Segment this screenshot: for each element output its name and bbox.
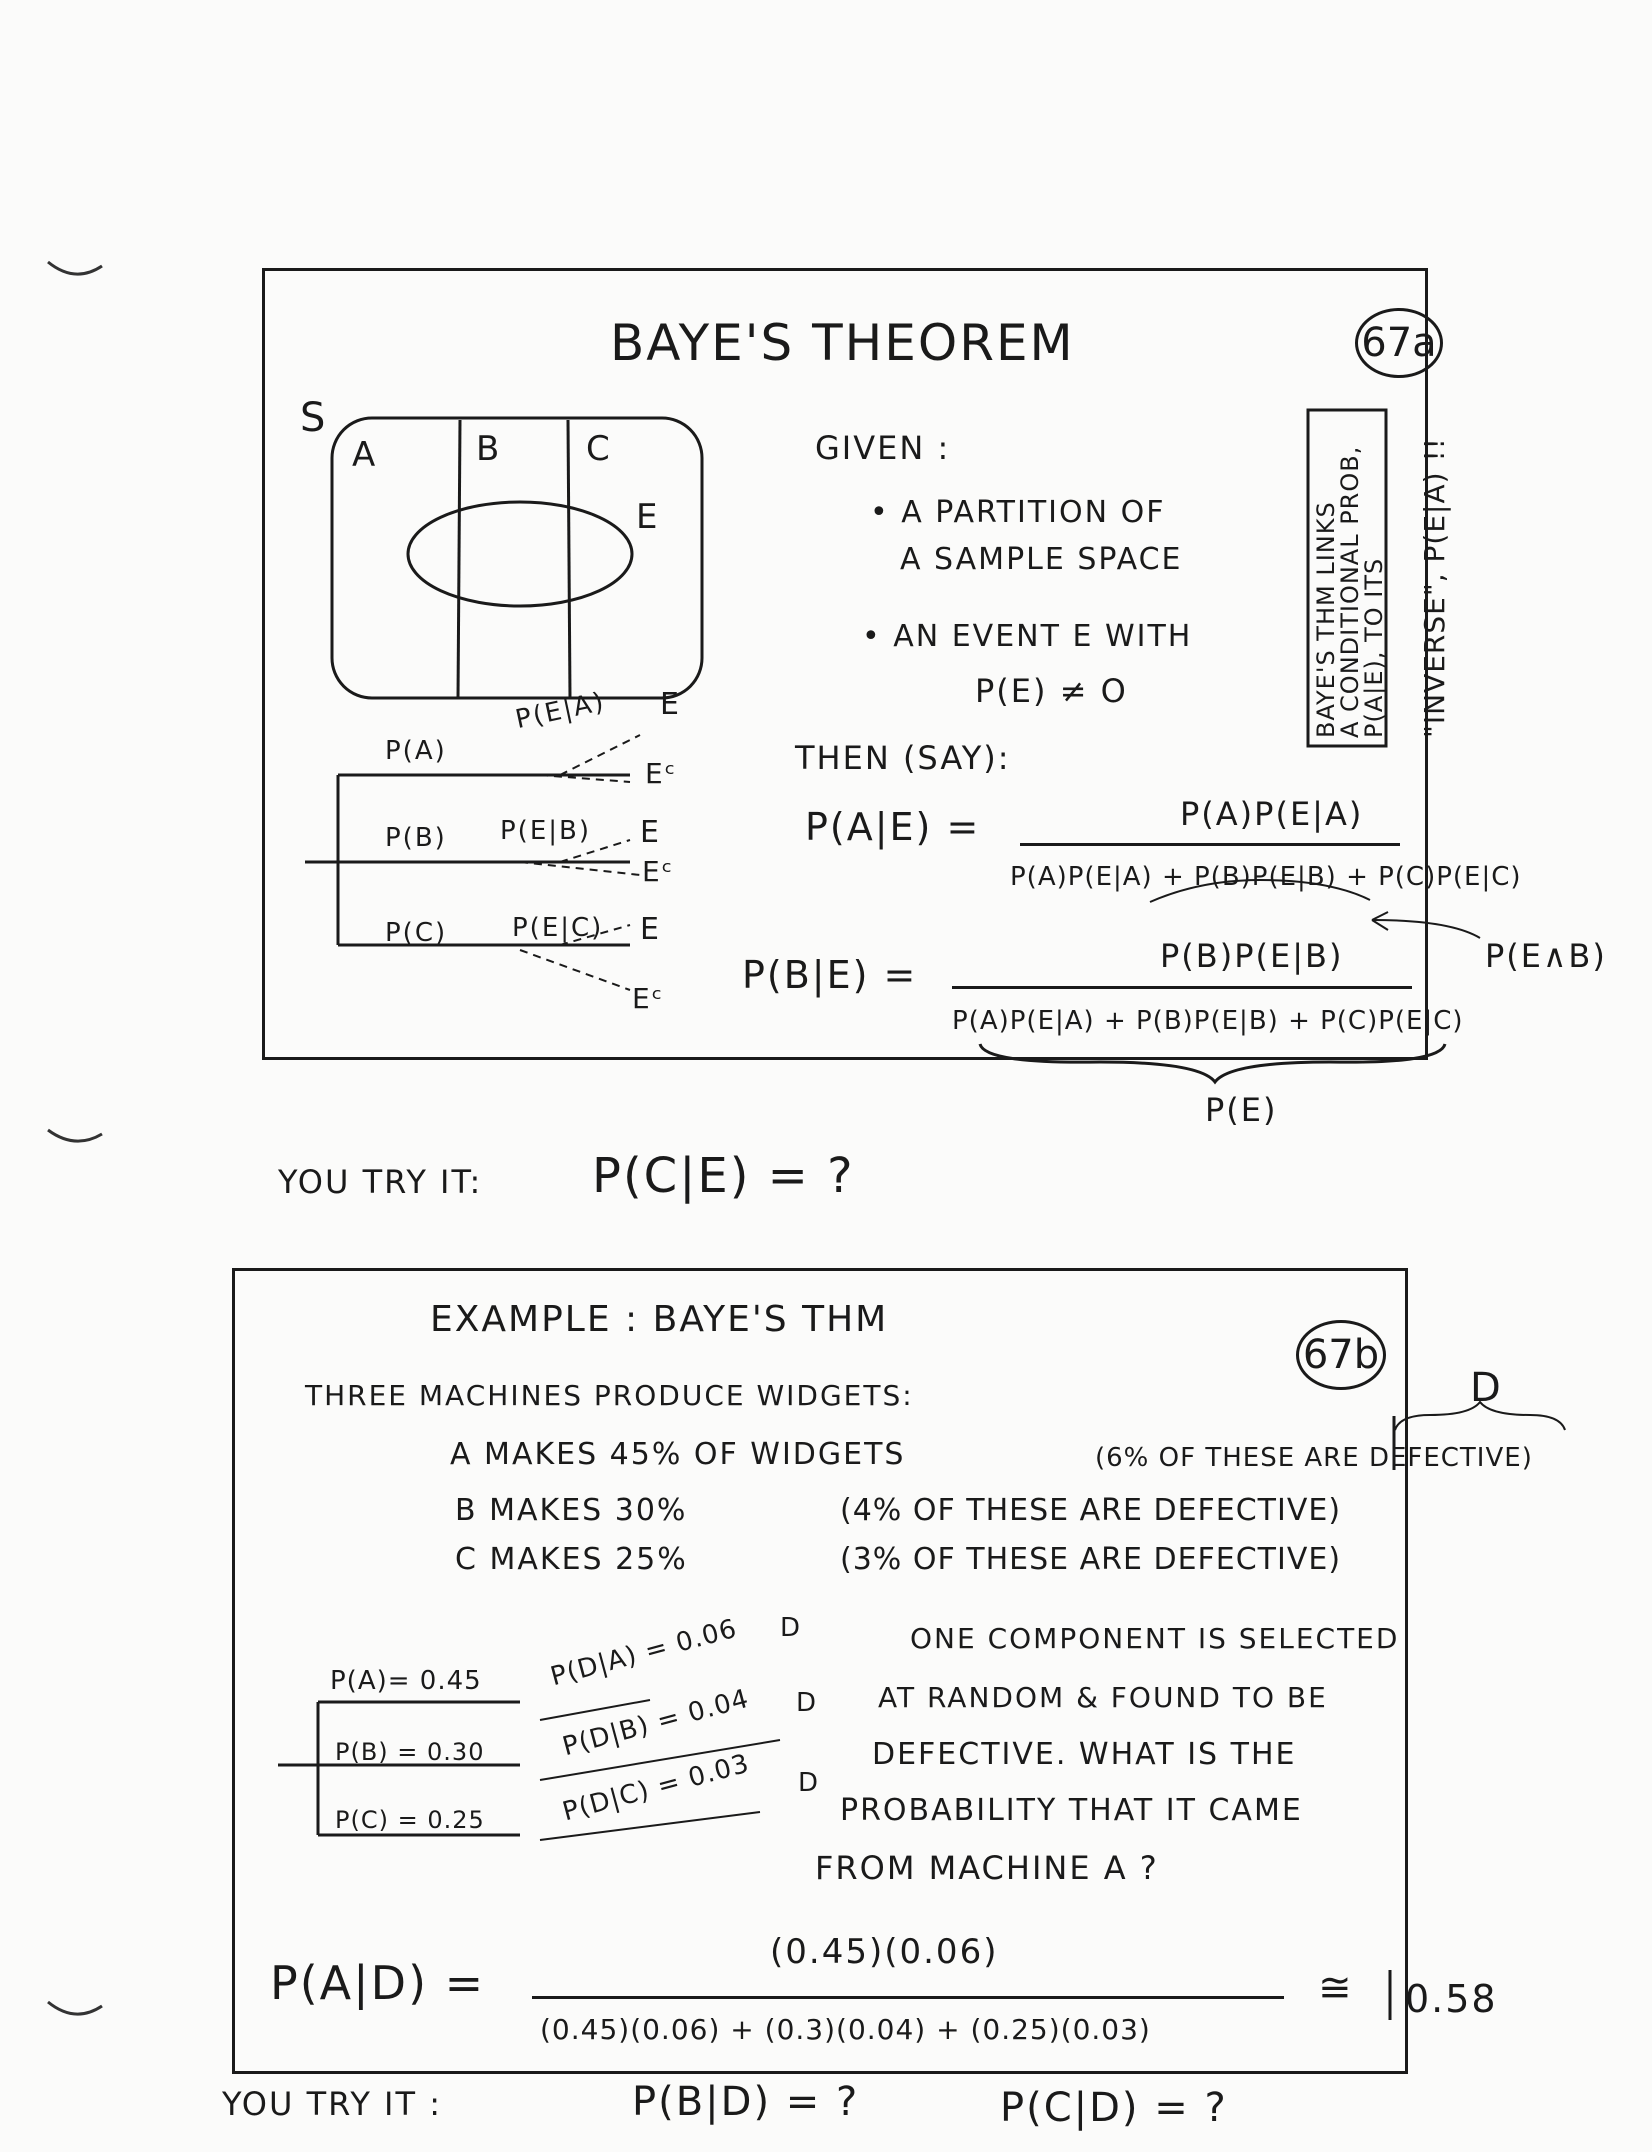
row-a: A MAKES 45% OF WIDGETS (450, 1437, 906, 1472)
pe-brace (978, 1043, 1447, 1085)
d-brace (1394, 1400, 1566, 1431)
pe-note: P(E) (1205, 1091, 1278, 1129)
tree-b-pb: P(B) = 0.30 (335, 1738, 485, 1766)
row-b: B MAKES 30% (455, 1493, 688, 1528)
tree-b-d3: D (798, 1768, 821, 1798)
answer-denominator: (0.45)(0.06) + (0.3)(0.04) + (0.25)(0.03… (540, 2013, 1151, 2046)
formula2-fraction-bar (952, 986, 1412, 989)
formula2-denominator: P(A)P(E|A) + P(B)P(E|B) + P(C)P(E|C) (952, 1006, 1464, 1036)
panel-b-badge: 67b (1296, 1320, 1386, 1390)
tree-a-pa: P(A) (385, 736, 447, 766)
sample-space-box (330, 416, 704, 700)
tree-a-trunk (305, 773, 630, 947)
venn-label-b: B (476, 429, 502, 469)
venn-label-e: E (636, 497, 660, 537)
d-label: D (1470, 1365, 1503, 1411)
try2-expression1: P(B|D) = ? (632, 2079, 860, 2125)
tree-a-ec2: Eᶜ (642, 855, 675, 888)
tree-a-ec3: Eᶜ (632, 982, 665, 1015)
tree-a-e3: E (640, 912, 661, 947)
tree-b-pc: P(C) = 0.25 (335, 1806, 485, 1834)
answer-numerator: (0.45)(0.06) (770, 1932, 999, 1972)
tree-b-d1: D (780, 1613, 803, 1643)
venn-label-c: C (586, 429, 612, 469)
tree-a-peb: P(E|B) (500, 816, 591, 846)
formula2-numerator: P(B)P(E|B) (1160, 937, 1344, 975)
panel-a-badge: 67a (1355, 308, 1443, 378)
formula1-denominator: P(A)P(E|A) + P(B)P(E|B) + P(C)P(E|C) (1010, 862, 1522, 892)
tree-a-ec1: Eᶜ (645, 757, 678, 790)
answer-lhs: P(A|D) = (270, 1956, 486, 2010)
venn-label-a: A (352, 435, 378, 475)
given-heading: GIVEN : (815, 429, 951, 467)
panel-b-badge-text: 67b (1302, 1332, 1380, 1378)
tree-a-pec: P(E|C) (512, 913, 604, 943)
brace-over-terms (1149, 878, 1371, 903)
venn-label-s: S (300, 395, 328, 441)
try2-expression2: P(C|D) = ? (1000, 2085, 1228, 2131)
panel-a-title: BAYE'S THEOREM (610, 314, 1075, 372)
tree-b-pa: P(A)= 0.45 (330, 1666, 482, 1696)
given-bullet1-line1: • A PARTITION OF (870, 495, 1166, 530)
row-c: C MAKES 25% (455, 1542, 688, 1577)
question-line2: AT RANDOM & FOUND TO BE (878, 1681, 1328, 1714)
partition-line-ab (456, 419, 462, 699)
panel-a-badge-text: 67a (1361, 320, 1437, 366)
intersection-note: P(E∧B) (1485, 937, 1607, 975)
answer-fraction-bar (532, 1996, 1284, 1999)
tree-a-e2: E (640, 815, 661, 850)
panel-bayes-theorem (262, 268, 1428, 1060)
row-c-note: (3% OF THESE ARE DEFECTIVE) (840, 1542, 1342, 1577)
tree-a-pc: P(C) (385, 918, 448, 948)
question-line1: ONE COMPONENT IS SELECTED (910, 1622, 1400, 1655)
tree-b-underlines (318, 1699, 781, 1841)
event-e-oval (406, 500, 634, 608)
row-b-note: (4% OF THESE ARE DEFECTIVE) (840, 1493, 1342, 1528)
tree-a-pb: P(B) (385, 823, 447, 853)
given-bullet2-line2: P(E) ≠ O (975, 672, 1128, 710)
tree-a-e1: E (660, 687, 681, 722)
formula1-lhs: P(A|E) = (805, 805, 981, 849)
question-line4: PROBABILITY THAT IT CAME (840, 1793, 1303, 1828)
try2-label: YOU TRY IT : (222, 2085, 442, 2123)
tree-b-d2: D (796, 1688, 819, 1718)
question-line5: FROM MACHINE A ? (815, 1849, 1159, 1887)
side-note-box (1306, 408, 1388, 748)
intro-line: THREE MACHINES PRODUCE WIDGETS: (305, 1379, 914, 1412)
panel-b-title: EXAMPLE : BAYE'S THM (430, 1299, 889, 1340)
partition-line-bc (566, 419, 572, 699)
question-line3: DEFECTIVE. WHAT IS THE (872, 1737, 1297, 1772)
formula2-lhs: P(B|E) = (742, 953, 918, 997)
try1-expression: P(C|E) = ? (592, 1148, 855, 1204)
formula1-numerator: P(A)P(E|A) (1180, 795, 1364, 833)
formula1-fraction-bar (1020, 843, 1400, 846)
intersection-arrow (1371, 919, 1481, 939)
answer-result: 0.58 (1405, 1977, 1498, 2021)
given-bullet2-line1: • AN EVENT E WITH (862, 619, 1193, 654)
row-a-note: (6% OF THESE ARE DEFECTIVE) (1095, 1443, 1533, 1473)
given-bullet1-line2: A SAMPLE SPACE (900, 542, 1183, 577)
panel-example (232, 1268, 1408, 2074)
then-label: THEN (SAY): (795, 739, 1011, 777)
try1-label: YOU TRY IT: (278, 1163, 483, 1201)
approx-symbol: ≅ (1318, 1965, 1354, 2011)
tree-a-branches (519, 734, 641, 991)
